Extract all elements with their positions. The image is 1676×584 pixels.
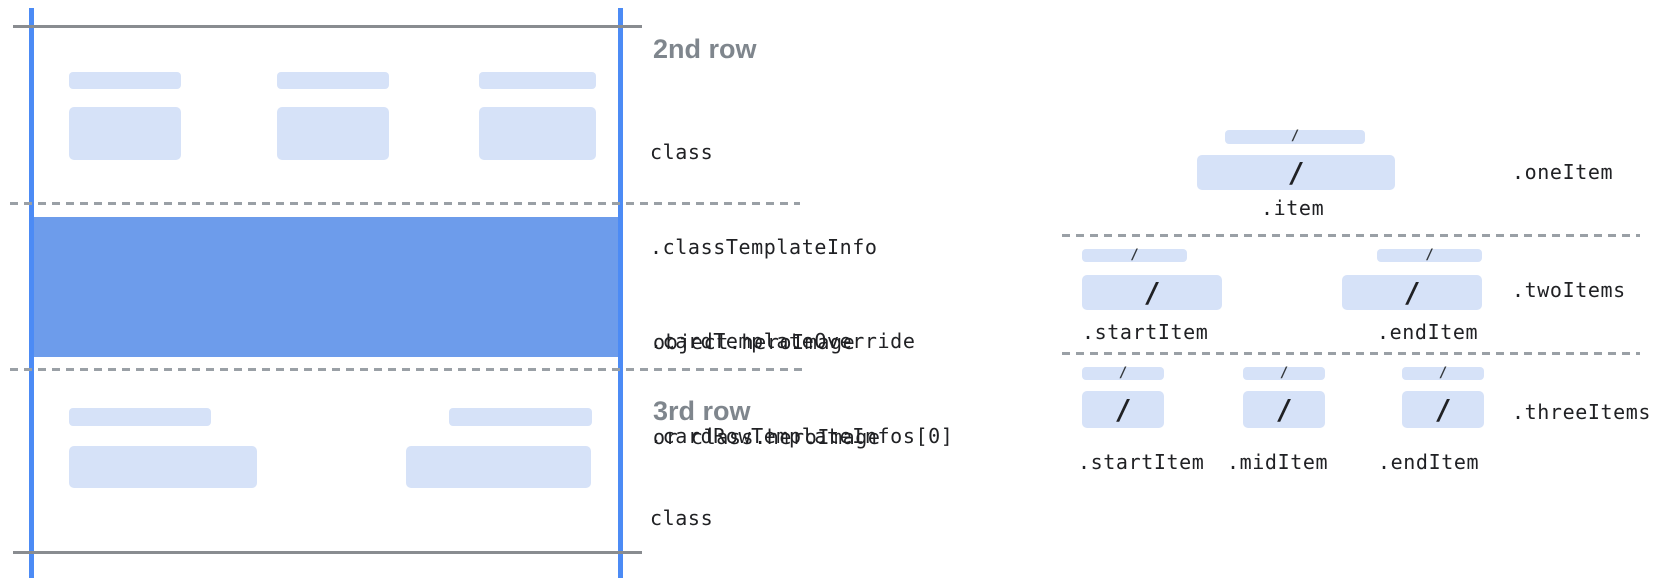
two-items-end-value-chip: / xyxy=(1342,275,1482,310)
item-caption: .item xyxy=(1261,196,1325,220)
code-line: object.heroImage xyxy=(653,330,856,354)
code-line: .cardRowTemplateInfos[0] xyxy=(650,423,954,448)
row2-col2-value-placeholder xyxy=(277,107,389,160)
slash-mark: / xyxy=(1130,246,1139,263)
slash-mark: / xyxy=(1114,393,1132,426)
three-items-mid-label-chip: / xyxy=(1243,364,1325,381)
slash-mark: / xyxy=(1425,246,1434,263)
card-left-guide-line xyxy=(29,8,34,578)
card-top-line xyxy=(13,25,642,28)
one-two-divider xyxy=(1062,234,1640,237)
two-items-side-label: .twoItems xyxy=(1512,278,1626,302)
row2-heading: 2nd row xyxy=(653,34,757,64)
row2-col1-value-placeholder xyxy=(69,107,181,160)
start-item-caption: .startItem xyxy=(1082,320,1209,344)
three-items-start-value-chip: / xyxy=(1082,391,1164,428)
three-items-end-label-chip: / xyxy=(1402,364,1484,381)
end-item-caption: .endItem xyxy=(1377,320,1479,344)
slash-mark: / xyxy=(1290,128,1300,144)
slash-mark: / xyxy=(1434,393,1452,426)
slash-mark: / xyxy=(1118,364,1128,381)
code-line: .classTemplateInfo xyxy=(650,234,878,259)
slash-mark: / xyxy=(1287,156,1305,189)
code-line: class xyxy=(650,506,714,530)
three-items-start-label-chip: / xyxy=(1082,364,1164,381)
card-right-guide-line xyxy=(618,8,623,578)
slash-mark: / xyxy=(1143,276,1161,309)
end-item-caption: .endItem xyxy=(1378,450,1480,474)
mid-item-caption: .midItem xyxy=(1227,450,1329,474)
hero-row3-divider xyxy=(10,368,803,371)
hero-code-path: object.heroImage or class.heroImage xyxy=(653,264,881,516)
one-item-value-chip: / xyxy=(1197,155,1395,190)
row3-start-label-placeholder xyxy=(69,408,211,426)
row3-code-path: class .classTemplateInfo .cardTemplateOv… xyxy=(650,440,953,584)
slash-mark: / xyxy=(1438,364,1448,381)
row3-start-value-placeholder xyxy=(69,446,257,488)
one-item-side-label: .oneItem xyxy=(1512,160,1614,184)
hero-image-band xyxy=(34,217,618,357)
row3-heading: 3rd row xyxy=(653,396,751,426)
row2-col1-label-placeholder xyxy=(69,72,181,89)
row2-hero-divider xyxy=(10,202,800,205)
three-items-side-label: .threeItems xyxy=(1512,400,1652,424)
row3-end-value-placeholder xyxy=(406,446,591,488)
three-items-mid-value-chip: / xyxy=(1243,391,1325,428)
slash-mark: / xyxy=(1279,364,1289,381)
row2-code-path: class .classTemplateInfo .cardTemplateOv… xyxy=(650,74,953,515)
slash-mark: / xyxy=(1403,276,1421,309)
one-item-label-chip: / xyxy=(1225,128,1365,144)
slash-mark: / xyxy=(1275,393,1293,426)
two-items-start-value-chip: / xyxy=(1082,275,1222,310)
row2-col2-label-placeholder xyxy=(277,72,389,89)
start-item-caption: .startItem xyxy=(1078,450,1205,474)
card-bottom-line xyxy=(13,551,642,554)
code-line: class xyxy=(650,140,714,164)
row2-col3-value-placeholder xyxy=(479,107,596,160)
code-line: .cardTemplateOverride xyxy=(650,329,916,353)
two-items-start-label-chip: / xyxy=(1082,246,1187,263)
three-items-end-value-chip: / xyxy=(1402,391,1484,428)
row2-col3-label-placeholder xyxy=(479,72,596,89)
two-three-divider xyxy=(1062,352,1640,355)
two-items-end-label-chip: / xyxy=(1377,246,1482,263)
code-line: or class.heroImage xyxy=(653,424,881,449)
row3-end-label-placeholder xyxy=(449,408,592,426)
